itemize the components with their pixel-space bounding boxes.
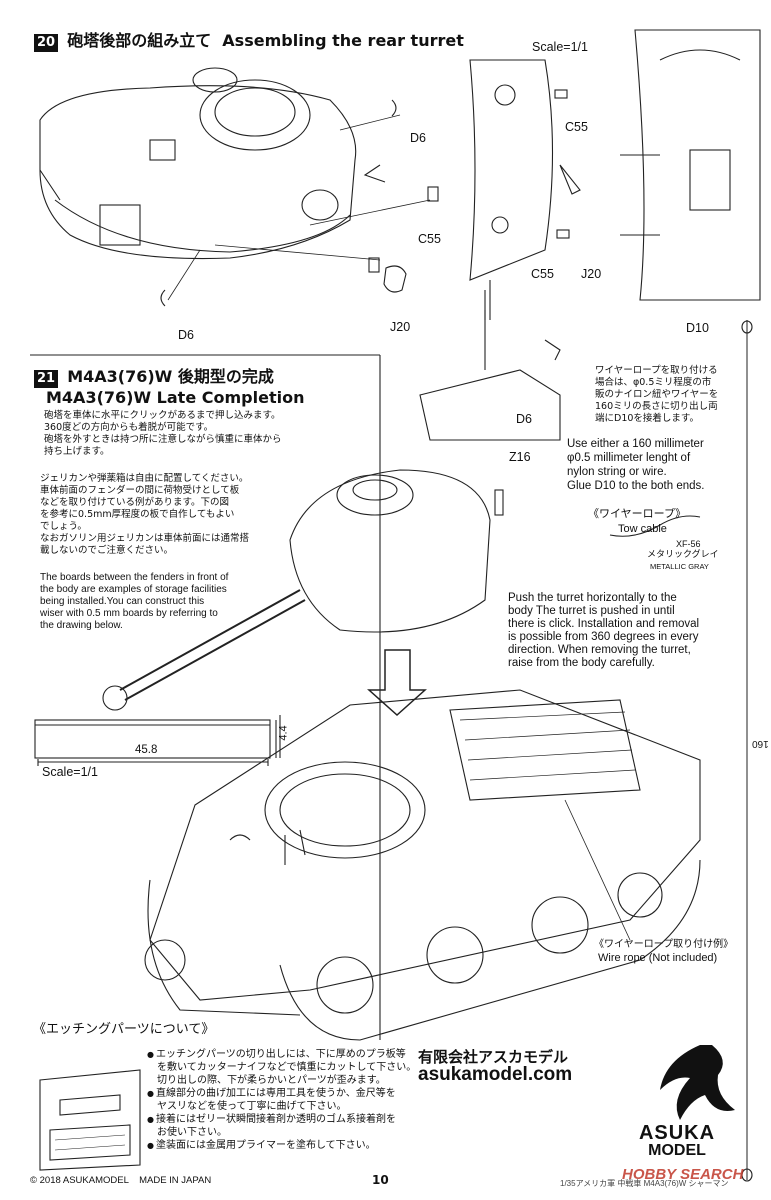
board-height-dim: 4.4 <box>277 725 290 741</box>
etching-bullet: 直線部分の曲げ加工には専用工具を使うか、金尺等を <box>147 1087 416 1100</box>
etching-bullet-cont: ヤスリなどを使って丁寧に曲げて下さい。 <box>157 1101 347 1112</box>
step20-label-d10: D10 <box>686 321 709 335</box>
turret-note-jp: 砲塔を車体に水平にクリックがあるまで押し込みます。 360度どの方向からも着脱が… <box>44 410 282 457</box>
footer-copyright: © 2018 ASUKAMODEL MADE IN JAPAN <box>30 1175 212 1186</box>
logo-line2: MODEL <box>648 1142 706 1159</box>
logo-line1: ASUKA <box>638 1122 716 1144</box>
etching-bullet-cont: 切り出しの際、下が柔らかいとパーツが歪みます。 <box>157 1075 386 1086</box>
step20-scale: Scale=1/1 <box>532 40 588 54</box>
step21-title-line1: M4A3(76)W 後期型の完成 <box>67 367 274 386</box>
etching-bullet-cont: を敷いてカッターナイフなどで慎重にカットして下さい。 <box>157 1062 417 1073</box>
boards-note-jp: ジェリカンや弾薬箱は自由に配置してください。 車体前面のフェンダーの間に荷物受け… <box>40 473 250 556</box>
footer-right-text: 1/35アメリカ軍 中戦車 M4A3(76)W シャーマン <box>560 1179 729 1188</box>
footer-page-number: 10 <box>372 1173 389 1187</box>
storage-board-drawing <box>34 715 281 766</box>
step20-label-c55-a: C55 <box>418 232 441 246</box>
step20-label-j20-b: J20 <box>581 267 602 281</box>
etching-bullet-cont: お使い下さい。 <box>157 1127 227 1138</box>
wire-note-jp: ワイヤーロープを取り付ける 場合は、φ0.5ミリ程度の市 販のナイロン紐やワイヤ… <box>595 365 719 424</box>
footer-watermark: HOBBY SEARCH <box>622 1166 744 1183</box>
etching-title: 《エッチングパーツについて》 <box>33 1022 215 1037</box>
step21-number: 21 <box>34 370 59 388</box>
turret-note-en: Push the turret horizontally to the body… <box>508 592 700 669</box>
step20-label-c55-c: C55 <box>531 267 554 281</box>
wire-example-en: Wire rope (Not included) <box>598 952 718 964</box>
etching-parts-drawing <box>39 1069 141 1171</box>
asuka-bird-logo <box>660 1045 735 1120</box>
company-website[interactable]: asukamodel.com <box>418 1064 573 1085</box>
logo-text: ASUKA MODEL <box>631 1122 723 1160</box>
etching-bullet: 接着にはゼリー状瞬間接着剤か透明のゴム系接着剤を <box>147 1113 416 1126</box>
etching-bullet: 塗装面には金属用プライマーを塗布して下さい。 <box>147 1139 416 1152</box>
turret-side-view-drawing <box>469 59 581 320</box>
step20-label-d6-b: D6 <box>178 328 194 342</box>
tow-cable-title-en: Tow cable <box>618 523 667 535</box>
board-scale: Scale=1/1 <box>42 765 98 779</box>
step20-title-en: Assembling the rear turret <box>222 31 464 50</box>
boards-note-en: The boards between the fenders in front … <box>40 572 229 631</box>
hull-drawing <box>144 689 701 1041</box>
step20-label-d6-a: D6 <box>410 131 426 145</box>
paint-code: XF-56 <box>676 539 701 549</box>
turret-rear-detail-drawing <box>620 29 761 301</box>
company-name-jp: 有限会社アスカモデル <box>418 1048 569 1066</box>
board-length-dim: 45.8 <box>135 744 158 756</box>
step21-label-d6: D6 <box>516 412 532 426</box>
step20-header: 20 砲塔後部の組み立て Assembling the rear turret <box>34 27 464 52</box>
complete-turret-drawing <box>102 469 504 711</box>
step21-title-line2: M4A3(76)W Late Completion <box>46 388 305 407</box>
etching-bullet: エッチングパーツの切り出しには、下に厚めのプラ板等 <box>147 1048 416 1061</box>
rear-turret-drawing <box>39 67 386 260</box>
part-label-z16: Z16 <box>509 450 531 464</box>
etching-bullets: エッチングパーツの切り出しには、下に厚めのプラ板等 を敷いてカッターナイフなどで… <box>147 1048 416 1152</box>
wire-note-en: Use either a 160 millimeter φ0.5 millime… <box>567 438 705 492</box>
tow-cable-title-jp: 《ワイヤーロープ》 <box>588 507 687 520</box>
step20-title-jp: 砲塔後部の組み立て <box>67 31 212 50</box>
wire-example-jp: 《ワイヤーロープ取り付け例》 <box>594 939 734 950</box>
step20-number: 20 <box>34 34 59 52</box>
side-scale-mark: 160 <box>752 738 769 749</box>
step20-label-c55-b: C55 <box>565 120 588 134</box>
d6-inset-drawing <box>419 310 561 441</box>
paint-name-jp: メタリックグレイ <box>647 550 719 560</box>
step20-label-j20-a: J20 <box>390 320 411 334</box>
paint-name-en: METALLIC GRAY <box>650 562 709 571</box>
step21-header: 21 M4A3(76)W 後期型の完成 M4A3(76)W Late Compl… <box>34 363 304 407</box>
